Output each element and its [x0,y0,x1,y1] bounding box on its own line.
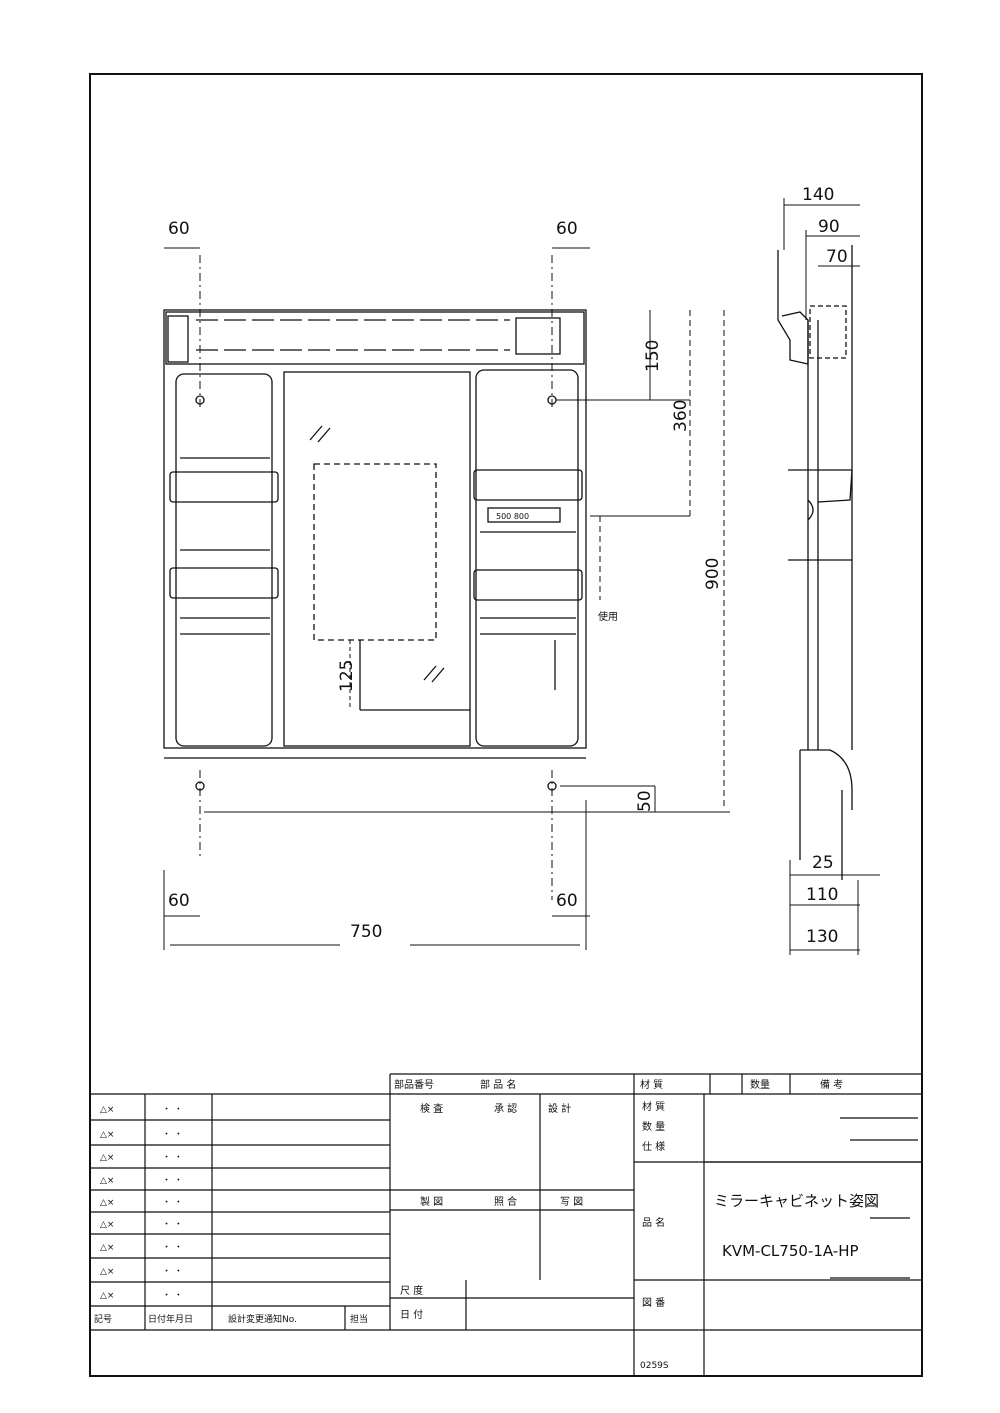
side-dimension-texts: 140 90 70 25 110 130 [802,185,848,947]
dim-side-130: 130 [806,927,838,947]
shelf-label: 500 800 [496,512,529,521]
label-name: 品 名 [642,1216,665,1229]
dim-side-25: 25 [812,853,834,873]
dim-overall-height: 900 [703,558,723,590]
rev-footer-notice: 設計変更通知No. [228,1313,297,1325]
rev-mark: △× [100,1176,114,1186]
front-dimension-lines [163,247,730,950]
left-door [175,373,273,747]
rev-mark: △× [100,1291,114,1301]
dim-front-bottom-left: 60 [168,891,190,911]
sheet-border [89,73,923,1377]
rev-footer-mark: 記号 [94,1313,112,1325]
dim-front-top-left: 60 [168,219,190,239]
scale-label: 尺 度 [400,1284,423,1297]
label-finish: 仕 様 [642,1140,665,1153]
rev-dots: ・ ・ [162,1153,183,1163]
dim-side-110: 110 [806,885,838,905]
rev-dots: ・ ・ [162,1176,183,1186]
title-block-texts: 部品番号 部 品 名 材 質 数量 備 考 △× △× △× △× △× △× … [94,1078,879,1371]
rev-mark: △× [100,1267,114,1277]
side-dimension-lines [783,198,880,955]
check-drawn: 製 図 [420,1195,443,1208]
dim-bottom-offset: 50 [635,790,655,812]
dim-overall-width: 750 [350,922,382,942]
rev-mark: △× [100,1105,114,1115]
light-bar [165,311,585,365]
side-view [777,245,853,880]
rev-dots: ・ ・ [162,1130,183,1140]
label-drawing-no: 図 番 [642,1297,665,1309]
check-review: 検 査 [420,1102,443,1115]
dim-side-70: 70 [826,247,848,267]
label-material: 材 質 [642,1100,665,1113]
hdr-part-no: 部品番号 [394,1078,434,1091]
right-door [475,369,579,747]
rev-mark: △× [100,1220,114,1230]
rev-dots: ・ ・ [162,1105,183,1115]
dim-top-to-mark: 360 [671,400,691,432]
dim-front-bottom-right: 60 [556,891,578,911]
rev-dots: ・ ・ [162,1291,183,1301]
date-label: 日 付 [400,1308,423,1321]
dim-top-to-hole: 150 [643,340,663,372]
cabinet-outline [163,309,587,749]
check-approve: 承 認 [494,1102,517,1115]
check-checked: 照 合 [494,1195,517,1208]
hdr-part-name: 部 品 名 [480,1078,516,1091]
rev-dots: ・ ・ [162,1243,183,1253]
sheet-code: 0259S [640,1361,669,1371]
product-name: ミラーキャビネット姿図 [714,1192,879,1210]
dim-side-90: 90 [818,217,840,237]
rev-mark: △× [100,1153,114,1163]
rev-dots: ・ ・ [162,1220,183,1230]
rev-dots: ・ ・ [162,1267,183,1277]
rev-footer-date: 日付年月日 [148,1313,193,1325]
hdr-material: 材 質 [640,1078,663,1091]
front-view [163,309,587,791]
rev-footer-person: 担当 [350,1313,368,1325]
title-block [90,1073,922,1376]
model-number: KVM-CL750-1A-HP [722,1242,859,1260]
dim-side-total: 140 [802,185,834,205]
front-dimension-texts: 60 60 60 60 750 150 360 900 50 125 500 8… [168,219,723,942]
rev-mark: △× [100,1243,114,1253]
check-traced: 写 図 [560,1196,583,1208]
dim-mirror-inner: 125 [337,660,357,692]
note-mark: 使用 [598,610,618,623]
dim-front-top-right: 60 [556,219,578,239]
hdr-qty: 数量 [750,1078,770,1091]
label-quantity: 数 量 [642,1120,665,1133]
hdr-remarks: 備 考 [820,1078,843,1091]
center-mirror [283,371,471,747]
rev-mark: △× [100,1130,114,1140]
rev-mark: △× [100,1198,114,1208]
check-design: 設 計 [548,1102,571,1115]
rev-dots: ・ ・ [162,1198,183,1208]
